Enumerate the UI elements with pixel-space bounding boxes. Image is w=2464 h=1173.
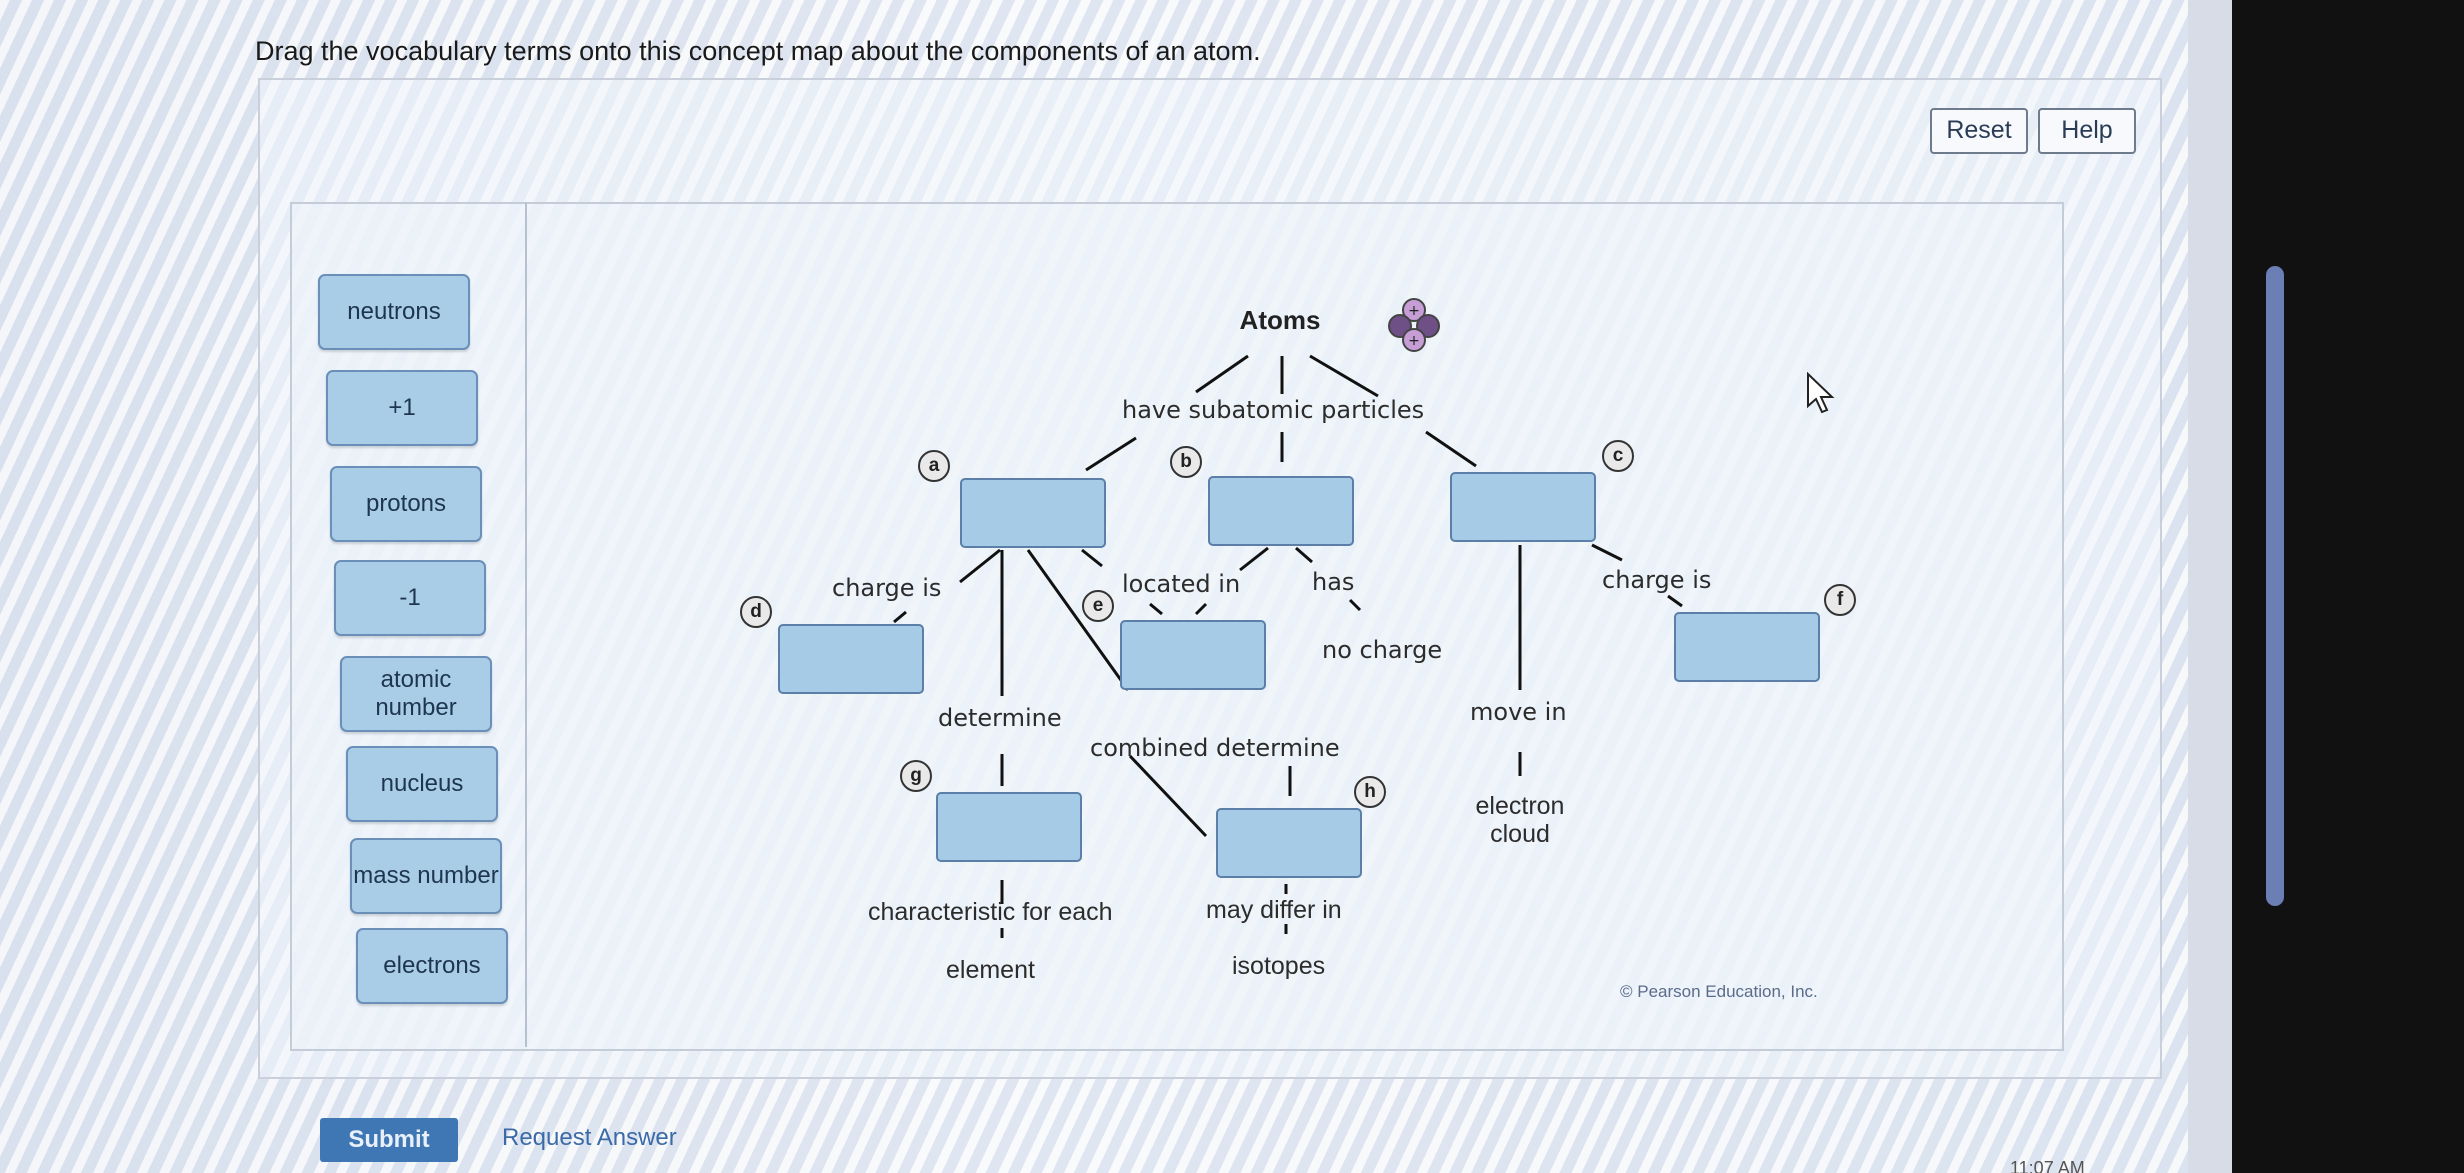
svg-text:+: + bbox=[1408, 333, 1420, 349]
label-may-differ: may differ in bbox=[1206, 896, 1342, 925]
term-minus-1[interactable]: -1 bbox=[334, 560, 486, 636]
badge-f: f bbox=[1824, 584, 1856, 616]
instructions: Drag the vocabulary terms onto this conc… bbox=[255, 36, 1261, 67]
label-charge-is-right: charge is bbox=[1602, 566, 1711, 594]
drop-zone-h[interactable] bbox=[1216, 808, 1362, 878]
term-neutrons[interactable]: neutrons bbox=[318, 274, 470, 350]
drop-zone-g[interactable] bbox=[936, 792, 1082, 862]
request-answer-link[interactable]: Request Answer bbox=[502, 1124, 677, 1152]
drop-zone-d[interactable] bbox=[778, 624, 924, 694]
term-protons[interactable]: protons bbox=[330, 466, 482, 542]
label-have-subatomic: have subatomic particles bbox=[1122, 396, 1424, 424]
drop-zone-a[interactable] bbox=[960, 478, 1106, 548]
label-combined-determine: combined determine bbox=[1090, 734, 1340, 762]
term-electrons[interactable]: electrons bbox=[356, 928, 508, 1004]
scrollbar-track[interactable] bbox=[2188, 0, 2232, 1173]
badge-h: h bbox=[1354, 776, 1386, 808]
scrollbar-thumb[interactable] bbox=[2266, 266, 2284, 906]
badge-b: b bbox=[1170, 446, 1202, 478]
label-isotopes: isotopes bbox=[1232, 952, 1325, 981]
taskbar-clock: 11:07 AM bbox=[2010, 1158, 2085, 1173]
term-atomic-number[interactable]: atomic number bbox=[340, 656, 492, 732]
term-plus-1[interactable]: +1 bbox=[326, 370, 478, 446]
map-title-atoms: Atoms bbox=[1206, 290, 1354, 350]
svg-text:+: + bbox=[1408, 303, 1420, 319]
label-move-in: move in bbox=[1470, 698, 1567, 726]
label-characteristic: characteristic for each bbox=[868, 898, 1113, 927]
label-electron-cloud: electron cloud bbox=[1468, 792, 1572, 848]
drop-zone-c[interactable] bbox=[1450, 472, 1596, 542]
reset-button[interactable]: Reset bbox=[1930, 108, 2028, 154]
drop-zone-f[interactable] bbox=[1674, 612, 1820, 682]
drop-zone-e[interactable] bbox=[1120, 620, 1266, 690]
label-has: has bbox=[1312, 568, 1354, 596]
drop-zone-b[interactable] bbox=[1208, 476, 1354, 546]
mouse-cursor-icon bbox=[1806, 372, 1840, 414]
label-located-in: located in bbox=[1122, 570, 1240, 598]
badge-a: a bbox=[918, 450, 950, 482]
label-charge-is-left: charge is bbox=[832, 574, 941, 602]
atom-icon: + + bbox=[1384, 296, 1444, 356]
copyright: © Pearson Education, Inc. bbox=[1620, 982, 1818, 1002]
submit-button[interactable]: Submit bbox=[320, 1118, 458, 1162]
term-nucleus[interactable]: nucleus bbox=[346, 746, 498, 822]
badge-e: e bbox=[1082, 590, 1114, 622]
label-element: element bbox=[946, 956, 1035, 985]
term-mass-number[interactable]: mass number bbox=[350, 838, 502, 914]
label-determine: determine bbox=[938, 704, 1062, 732]
label-no-charge: no charge bbox=[1322, 636, 1442, 664]
help-button[interactable]: Help bbox=[2038, 108, 2136, 154]
badge-d: d bbox=[740, 596, 772, 628]
badge-g: g bbox=[900, 760, 932, 792]
badge-c: c bbox=[1602, 440, 1634, 472]
